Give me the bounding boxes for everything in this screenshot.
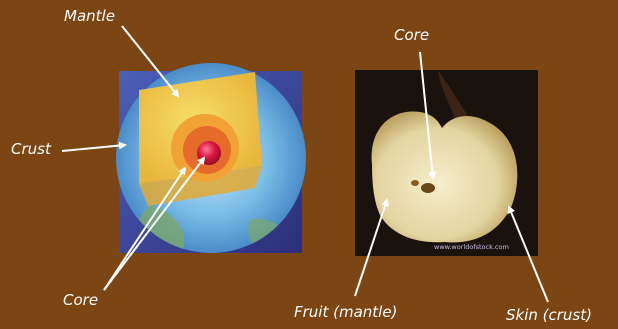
apple-seed — [421, 183, 435, 193]
label-earth-core: Core — [63, 293, 98, 308]
apple-seed — [411, 180, 419, 186]
earth-illustration — [116, 63, 306, 253]
label-earth-crust: Crust — [11, 142, 51, 157]
label-apple-core: Core — [394, 28, 429, 43]
apple-photo: www.worldofstock.com — [355, 70, 538, 256]
watermark-text: www.worldofstock.com — [434, 243, 509, 251]
label-apple-fruit: Fruit (mantle) — [294, 305, 397, 320]
label-apple-skin: Skin (crust) — [506, 308, 592, 323]
arrow-crust — [62, 145, 125, 151]
label-earth-mantle: Mantle — [64, 9, 115, 24]
apple-flesh — [372, 111, 518, 242]
